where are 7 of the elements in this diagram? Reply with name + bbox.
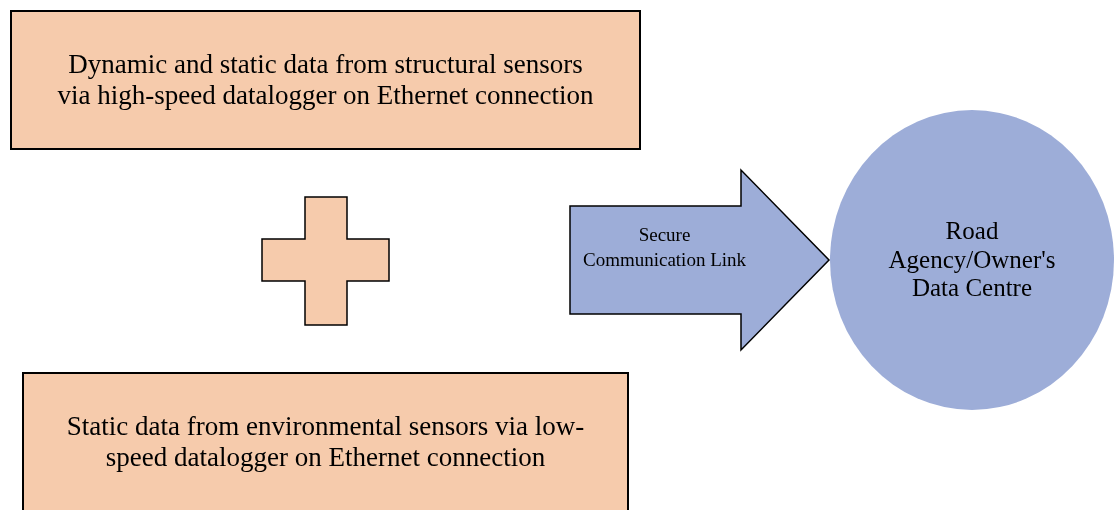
node-text: Dynamic and static data from structural sensors via high-speed datalogger on Ethernet connection [56,48,595,112]
node-text: Static data from environmental sensors via low-speed datalogger on Ethernet connection [65,410,586,474]
process-box [22,372,629,510]
block-arrow [569,168,831,352]
node-text: Road Agency/Owner's Data Centre [888,216,1056,304]
process-box [10,10,641,150]
edge-label: Secure Communication Link [582,223,747,272]
